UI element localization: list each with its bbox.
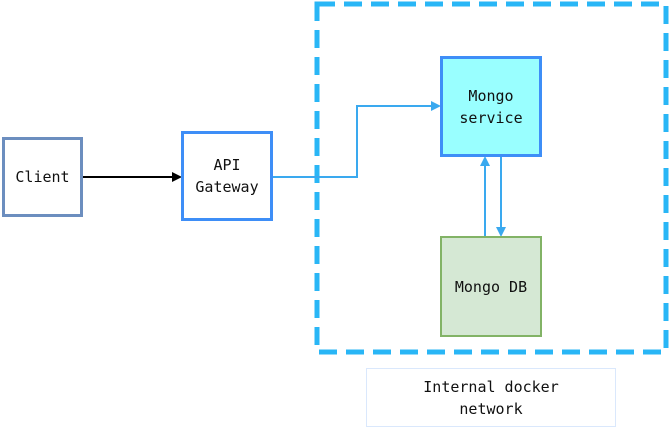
client-node: Client	[2, 137, 83, 217]
mongo-db-node: Mongo DB	[440, 236, 542, 337]
mongo-service-node: Mongo service	[440, 56, 542, 157]
internal-docker-network-label: Internal docker network	[366, 368, 616, 427]
gateway-to-service-arrow	[273, 101, 441, 178]
api-gateway-node: API Gateway	[181, 131, 273, 221]
